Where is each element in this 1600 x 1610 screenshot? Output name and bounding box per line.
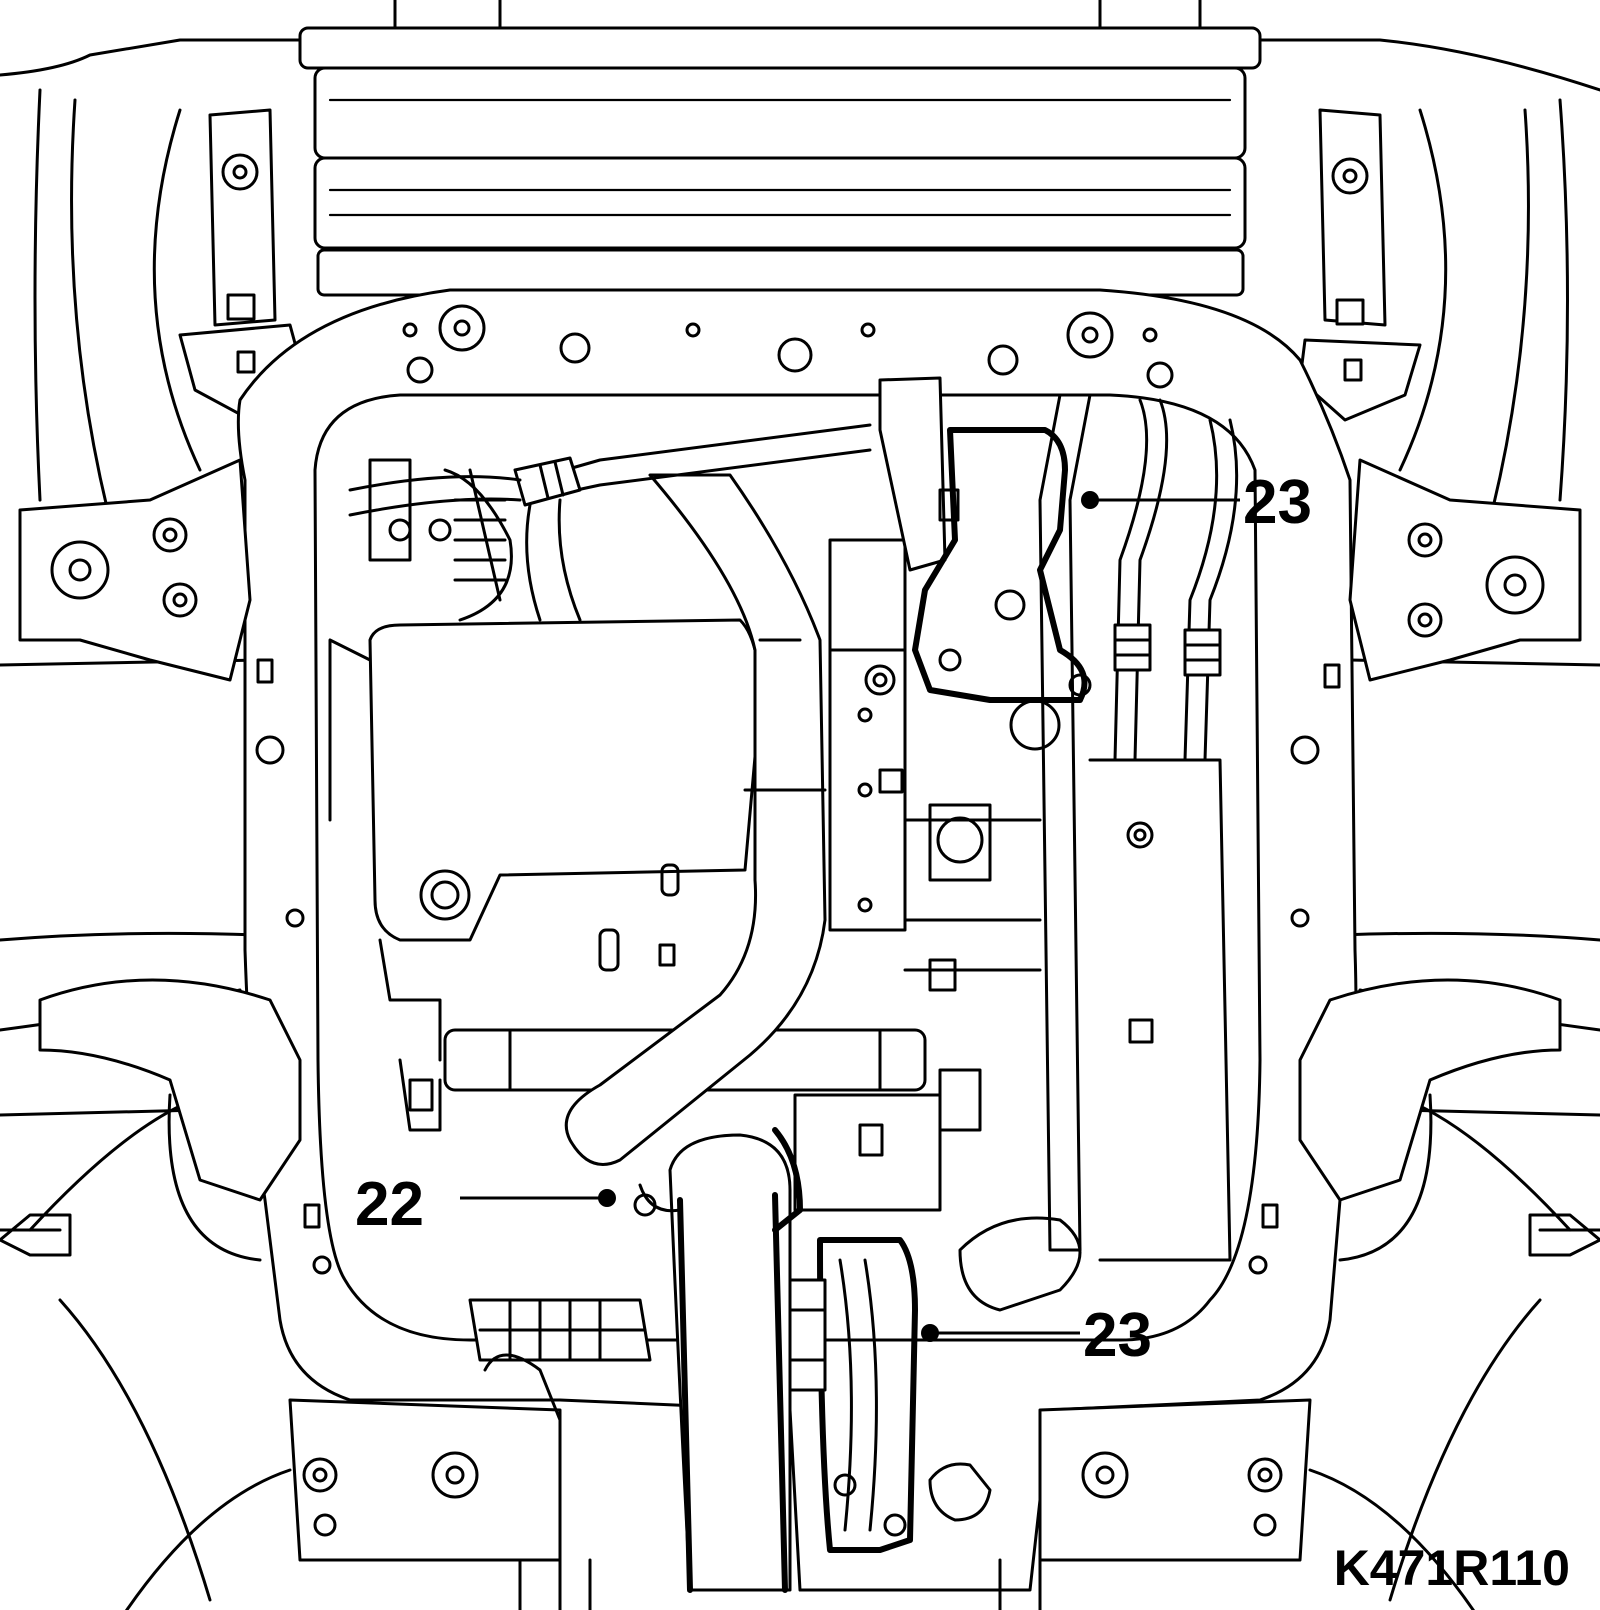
callout-23-upper: 23 [1081,468,1312,537]
control-arm-mount-left [18,458,252,682]
lower-control-arms [0,978,1600,1262]
rear-crossmember [288,1298,1312,1610]
transmission-area [398,538,1042,1212]
control-arm-mount-right [1348,458,1582,682]
callout-23-lower-label: 23 [1083,1301,1152,1370]
callout-22-label: 22 [355,1170,424,1239]
reference-code: K471R110 [1334,1540,1570,1596]
callout-23-lower: 23 [921,1301,1152,1370]
intake-hose [564,473,827,1166]
callout-22: 22 [355,1170,616,1239]
body-outline [0,38,1600,1610]
engine-mount-upper [878,376,1092,751]
radiator-bracket-right [1298,108,1422,422]
coolant-hose-upper [348,423,872,622]
exhaust-pipe [633,1127,803,1593]
brake-lines [1038,393,1239,1262]
engine-mount-lower [788,1216,1082,1553]
callout-23-upper-label: 23 [1243,468,1312,537]
radiator-bracket-left [178,108,307,427]
radiator [298,0,1262,297]
